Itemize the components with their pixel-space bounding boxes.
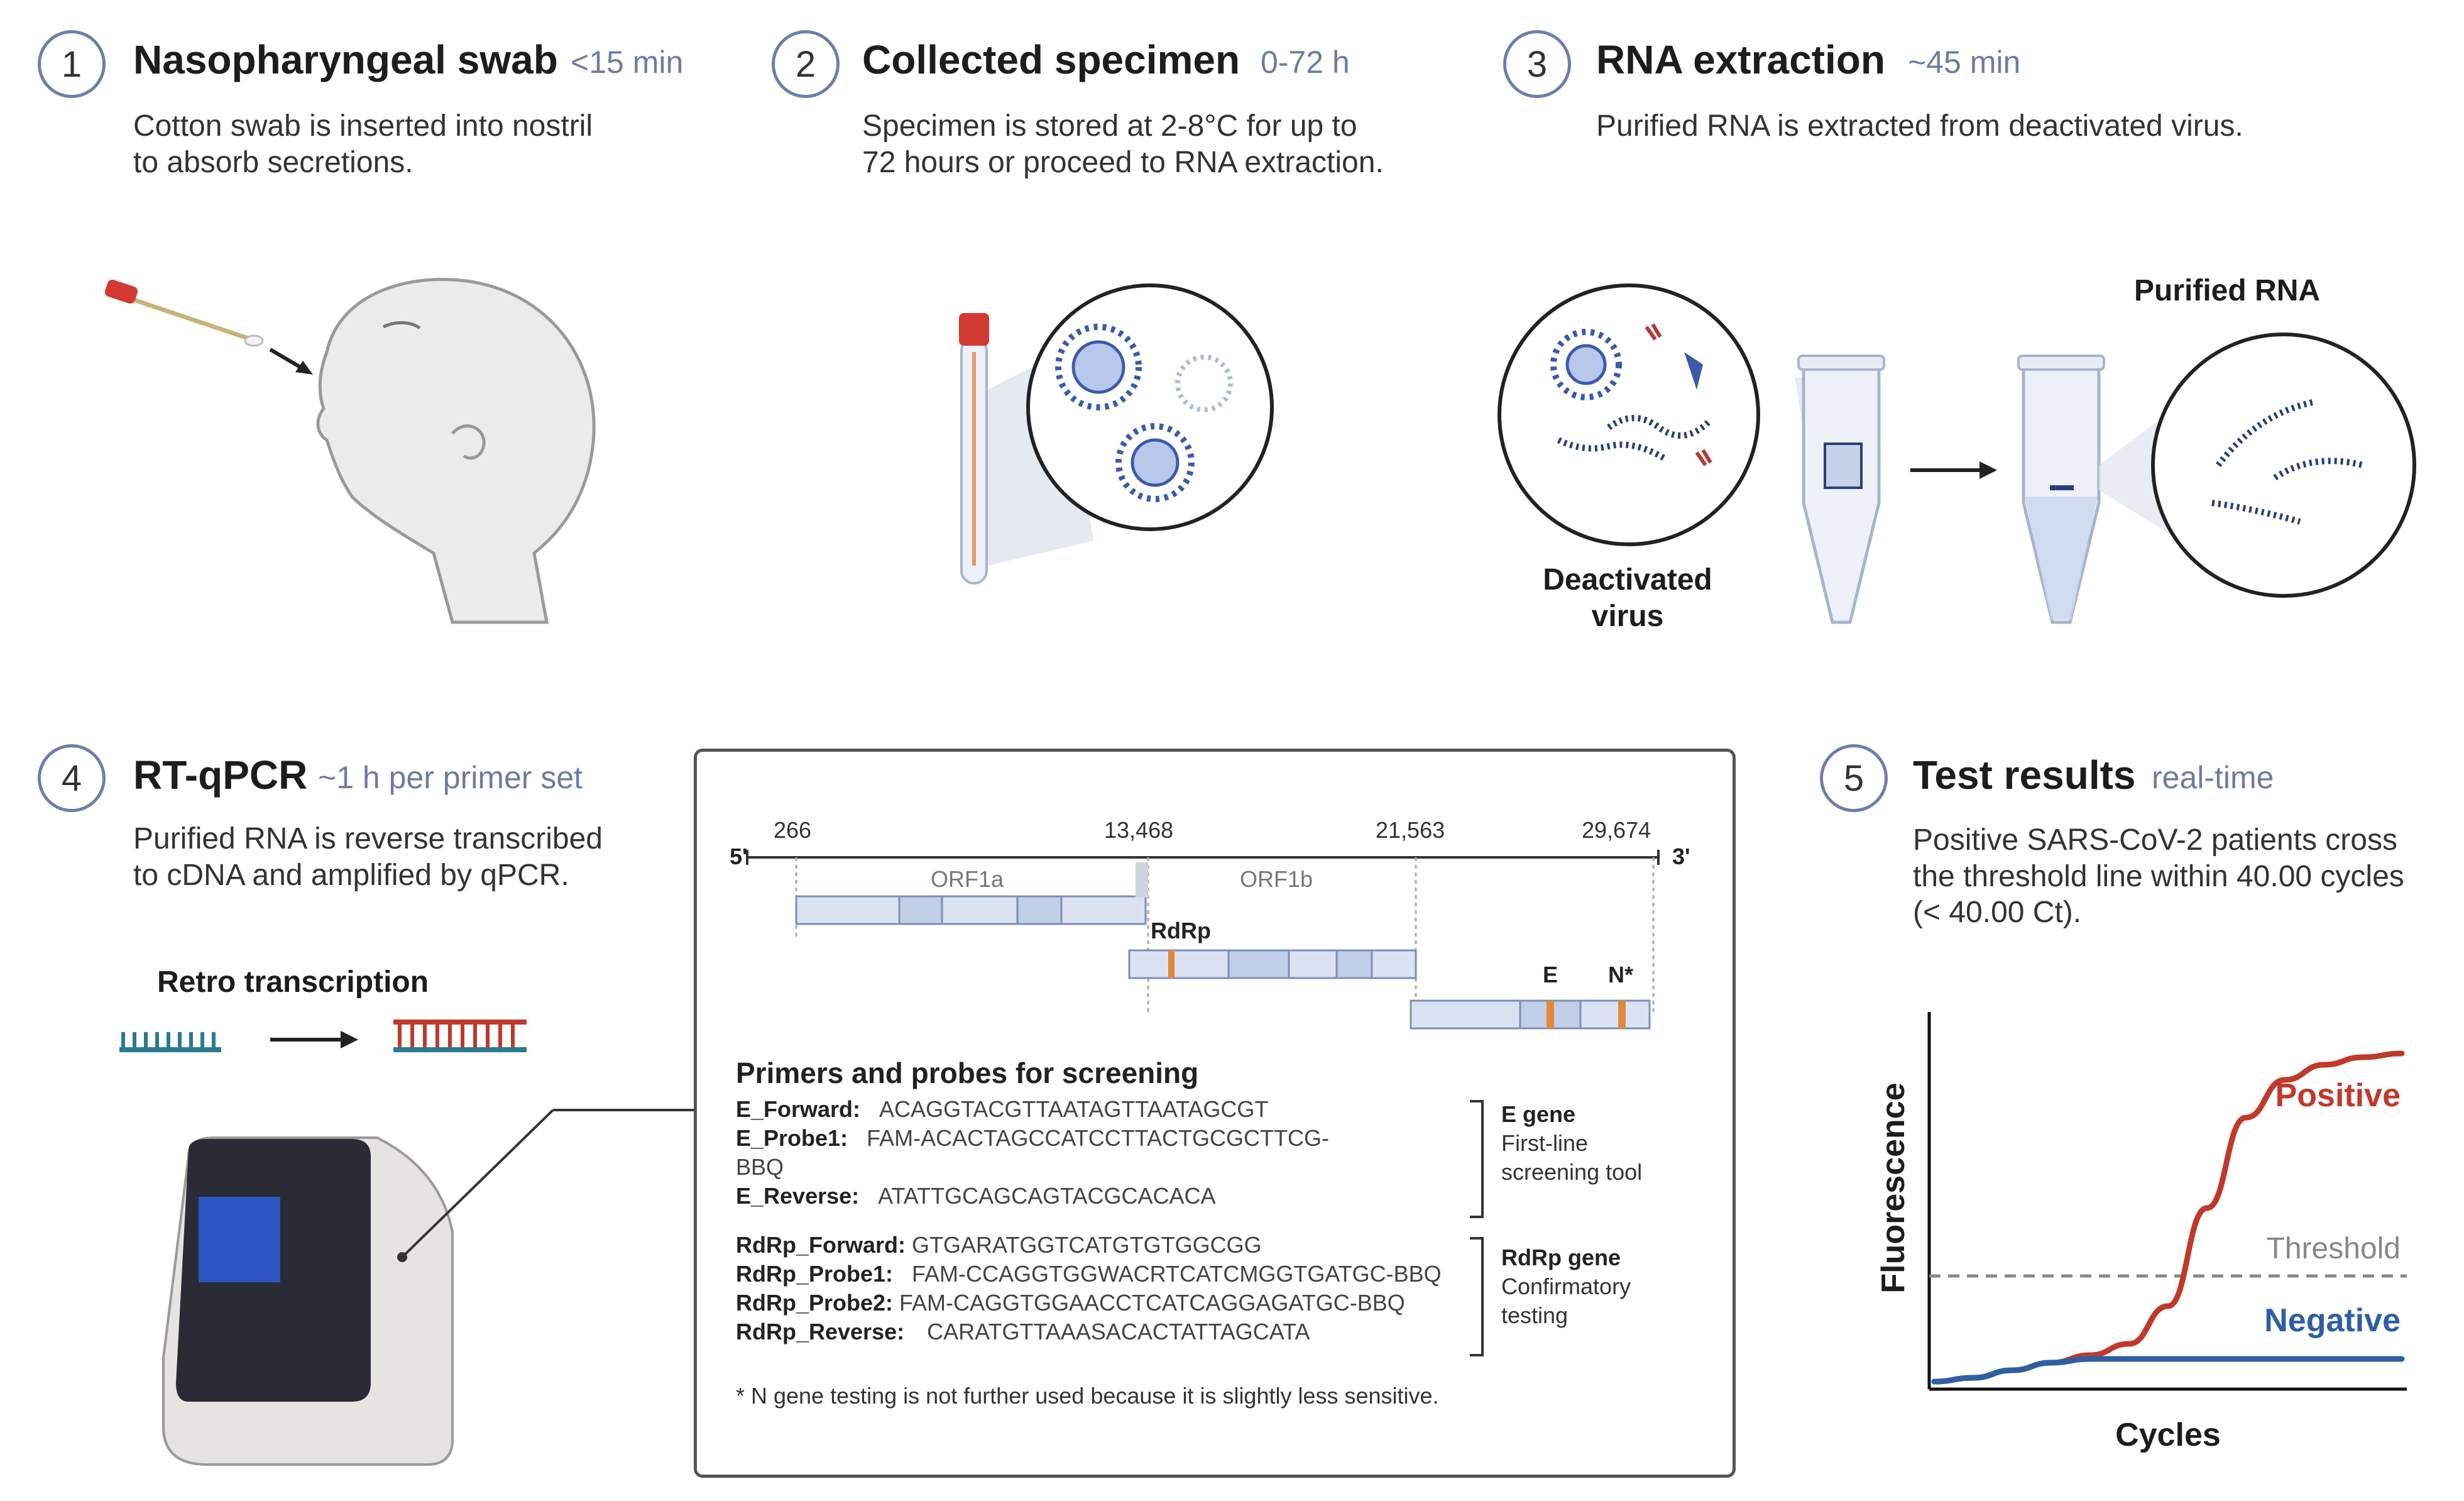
virus-magnified-icon	[1026, 283, 1274, 531]
e-reverse-sequence: ATATTGCAGCAGTACGCACACA	[878, 1183, 1216, 1209]
e-gene-title: E gene	[1501, 1101, 1576, 1127]
series-negative-line	[1931, 1356, 2405, 1385]
rdrp-probe2-name: RdRp_Probe2:	[736, 1290, 894, 1316]
step-5-desc-line-2: the threshold line within 40.00 cycles	[1913, 859, 2404, 893]
purified-rna-label: Purified RNA	[2134, 274, 2321, 307]
three-prime-label: 3'	[1672, 844, 1690, 869]
step-3-description: Purified RNA is extracted from deactivat…	[1596, 108, 2243, 145]
rdrp-label: RdRp	[1151, 918, 1211, 943]
step-3-title: RNA extraction	[1596, 37, 1885, 82]
e-probe1-sequence: FAM-ACACTAGCCATCCTTACTGCGCTTCG-	[867, 1125, 1330, 1151]
step-3-number: 3	[1503, 30, 1571, 98]
rdrp-probe1-sequence: FAM-CCAGGTGGWACRTCATCMGGTGATGC-BBQ	[912, 1261, 1442, 1287]
step-5-description: Positive SARS-CoV-2 patients cross the t…	[1913, 822, 2404, 931]
rdrp-reverse-sequence: CARATGTTAAASACACTATTAGCATA	[927, 1319, 1310, 1344]
step-1-desc-line-2: to absorb secretions.	[133, 145, 413, 179]
step-4-desc-line-2: to cDNA and amplified by qPCR.	[133, 858, 569, 892]
step-4-desc-line-1: Purified RNA is reverse transcribed	[133, 822, 603, 855]
step-5-time: real-time	[2152, 760, 2274, 795]
rdrp-probe2-row: RdRp_Probe2:FAM-CAGGTGGAACCTCATCAGGAGATG…	[736, 1290, 1405, 1316]
step-2-description: Specimen is stored at 2-8°C for up to 72…	[862, 108, 1384, 180]
step-5-desc-line-1: Positive SARS-CoV-2 patients cross	[1913, 823, 2397, 857]
deactivated-virus-label: Deactivated virus	[1533, 562, 1722, 634]
swab-icon	[104, 280, 313, 375]
genome-map	[746, 850, 1660, 1030]
position-13468: 13,468	[1104, 817, 1174, 843]
series-negative-label: Negative	[2264, 1302, 2401, 1339]
step-2-number: 2	[772, 30, 840, 98]
rdrp-gene-title: RdRp gene	[1501, 1245, 1621, 1270]
step-1-time: <15 min	[571, 45, 684, 80]
position-266: 266	[774, 817, 812, 843]
position-29674: 29,674	[1582, 817, 1651, 843]
deactivated-virus-label-line-2: virus	[1591, 599, 1664, 633]
n-gene-label: N*	[1608, 962, 1634, 987]
step-3-desc-line-1: Purified RNA is extracted from deactivat…	[1596, 109, 2243, 143]
orf1b-label: ORF1b	[1240, 866, 1313, 892]
e-reverse-name: E_Reverse:	[736, 1183, 860, 1209]
rdrp-reverse-name: RdRp_Reverse:	[736, 1319, 905, 1344]
rdrp-gene-line-2: testing	[1501, 1302, 1569, 1328]
rdrp-probe1-name: RdRp_Probe1:	[736, 1261, 894, 1287]
step-1-title: Nasopharyngeal swab	[133, 37, 558, 82]
head-profile-icon	[316, 277, 596, 624]
step-4-title: RT-qPCR	[133, 752, 308, 798]
step-5-number: 5	[1820, 744, 1888, 812]
deactivated-virus-label-line-1: Deactivated	[1543, 563, 1712, 597]
rdrp-probe2-sequence: FAM-CAGGTGGAACCTCATCAGGAGATGC-BBQ	[899, 1290, 1405, 1316]
step-2-time: 0-72 h	[1261, 45, 1350, 80]
deactivated-virus-icon	[1498, 283, 1760, 546]
orf1a-label: ORF1a	[931, 866, 1004, 892]
eppendorf-tubes-icon	[1795, 355, 2181, 624]
step-2-desc-line-2: 72 hours or proceed to RNA extraction.	[862, 145, 1384, 179]
e-probe1-name: E_Probe1:	[736, 1125, 848, 1151]
retro-transcription-icon	[119, 1020, 527, 1052]
footnote: * N gene testing is not further used bec…	[736, 1383, 1439, 1409]
step-5-desc-line-3: (< 40.00 Ct).	[1913, 896, 2082, 930]
step-4-description: Purified RNA is reverse transcribed to c…	[133, 821, 603, 893]
rdrp-forward-name: RdRp_Forward:	[736, 1232, 906, 1258]
rdrp-reverse-row: RdRp_Reverse: CARATGTTAAASACACTATTAGCATA	[736, 1319, 1310, 1345]
primers-heading: Primers and probes for screening	[736, 1057, 1199, 1089]
step-5-title: Test results	[1913, 752, 2136, 798]
x-axis-label: Cycles	[2115, 1417, 2221, 1453]
e-gene-line-1: First-line	[1501, 1130, 1589, 1156]
gene-brackets	[1470, 1100, 1484, 1356]
e-gene-label: E	[1543, 962, 1558, 987]
threshold-label: Threshold	[2267, 1232, 2401, 1265]
step-3-time: ~45 min	[1908, 45, 2021, 80]
e-probe1-continued: BBQ	[736, 1154, 784, 1180]
y-axis-label: Fluorescence	[1875, 1082, 1912, 1293]
qpcr-machine-icon	[162, 1109, 694, 1466]
primer-panel: 266 13,468 21,563 29,674 5' 3' ORF1a ORF…	[694, 749, 1736, 1478]
series-positive-label: Positive	[2275, 1077, 2401, 1114]
rdrp-forward-row: RdRp_Forward:GTGARATGGTCATGTGTGGCGG	[736, 1232, 1262, 1258]
retro-transcription-label: Retro transcription	[157, 965, 429, 999]
step-4-time: ~1 h per primer set	[318, 760, 583, 795]
e-probe1-row: E_Probe1: FAM-ACACTAGCCATCCTTACTGCGCTTCG-	[736, 1125, 1329, 1152]
e-gene-line-2: screening tool	[1501, 1159, 1643, 1185]
rdrp-probe1-row: RdRp_Probe1: FAM-CCAGGTGGWACRTCATCMGGTGAT…	[736, 1261, 1442, 1287]
e-forward-sequence: ACAGGTACGTTAATAGTTAATAGCGT	[879, 1096, 1269, 1122]
rdrp-forward-sequence: GTGARATGGTCATGTGTGGCGG	[912, 1232, 1262, 1258]
position-21563: 21,563	[1376, 817, 1445, 843]
step-4-number: 4	[38, 744, 106, 812]
rdrp-gene-line-1: Confirmatory	[1501, 1273, 1631, 1299]
e-reverse-row: E_Reverse: ATATTGCAGCAGTACGCACACA	[736, 1183, 1216, 1209]
five-prime-label: 5'	[730, 844, 748, 869]
step-1-description: Cotton swab is inserted into nostril to …	[133, 108, 593, 180]
step-1-desc-line-1: Cotton swab is inserted into nostril	[133, 109, 593, 143]
step-1-number: 1	[38, 30, 106, 98]
step-2-title: Collected specimen	[862, 37, 1240, 82]
e-forward-row: E_Forward: ACAGGTACGTTAATAGTTAATAGCGT	[736, 1096, 1268, 1123]
e-forward-name: E_Forward:	[736, 1096, 861, 1122]
purified-rna-icon	[2151, 333, 2416, 598]
step-2-desc-line-1: Specimen is stored at 2-8°C for up to	[862, 109, 1357, 143]
